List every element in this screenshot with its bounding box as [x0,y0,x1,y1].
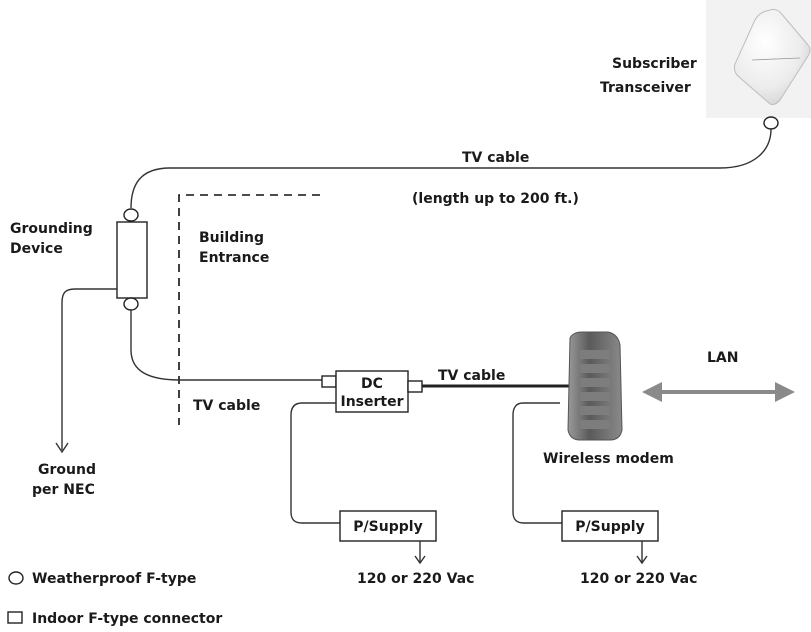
power-right-label: 120 or 220 Vac [580,571,697,587]
power-arrow-left [414,555,426,565]
subscriber-label-1: Subscriber [612,56,697,72]
tv-cable-middle-label: TV cable [438,368,505,384]
building-entrance-line [178,194,320,425]
dc-inserter [335,370,409,413]
grounding-label-2: Device [10,241,63,257]
length-note: (length up to 200 ft.) [412,191,579,207]
weatherproof-connector-transceiver [763,116,779,130]
power-wire-left [290,402,340,524]
dc-label-1: DC [361,376,383,392]
psupply-left-label: P/Supply [353,519,422,535]
legend-indoor-label: Indoor F-type connector [32,611,222,627]
weatherproof-connector-ground-bottom [123,297,139,311]
ground-label-2: per NEC [32,482,95,498]
tv-cable-bottom-label: TV cable [193,398,260,414]
wireless-modem-label: Wireless modem [543,451,674,467]
legend-indoor-icon [7,611,23,624]
subscriber-label-2: Transceiver [600,80,691,96]
ground-wire [61,288,117,450]
indoor-connector-inserter-right [407,380,423,393]
power-left-label: 120 or 220 Vac [357,571,474,587]
psupply-right-label: P/Supply [575,519,644,535]
legend-weatherproof-label: Weatherproof F-type [32,571,196,587]
lan-arrow [642,382,795,402]
lan-label: LAN [707,350,738,366]
dc-label-2: Inserter [341,394,404,410]
tv-cable-to-inserter [130,310,322,381]
tv-cable-top [130,128,772,209]
ground-label-1: Ground [38,462,96,478]
power-supply-right [561,510,659,542]
power-wire-right [512,402,562,524]
power-supply-left [339,510,437,542]
weatherproof-connector-ground-top [123,208,139,222]
legend-weatherproof-icon [8,571,24,585]
grounding-device [116,221,148,299]
power-arrow-right [636,555,648,565]
ground-arrow [55,442,69,454]
subscriber-transceiver-icon [706,0,811,118]
grounding-label-1: Grounding [10,221,93,237]
building-label-2: Entrance [199,250,269,266]
building-label-1: Building [199,230,264,246]
indoor-connector-inserter-left [321,375,337,388]
wireless-modem-icon [567,331,623,441]
tv-cable-top-label: TV cable [462,150,529,166]
